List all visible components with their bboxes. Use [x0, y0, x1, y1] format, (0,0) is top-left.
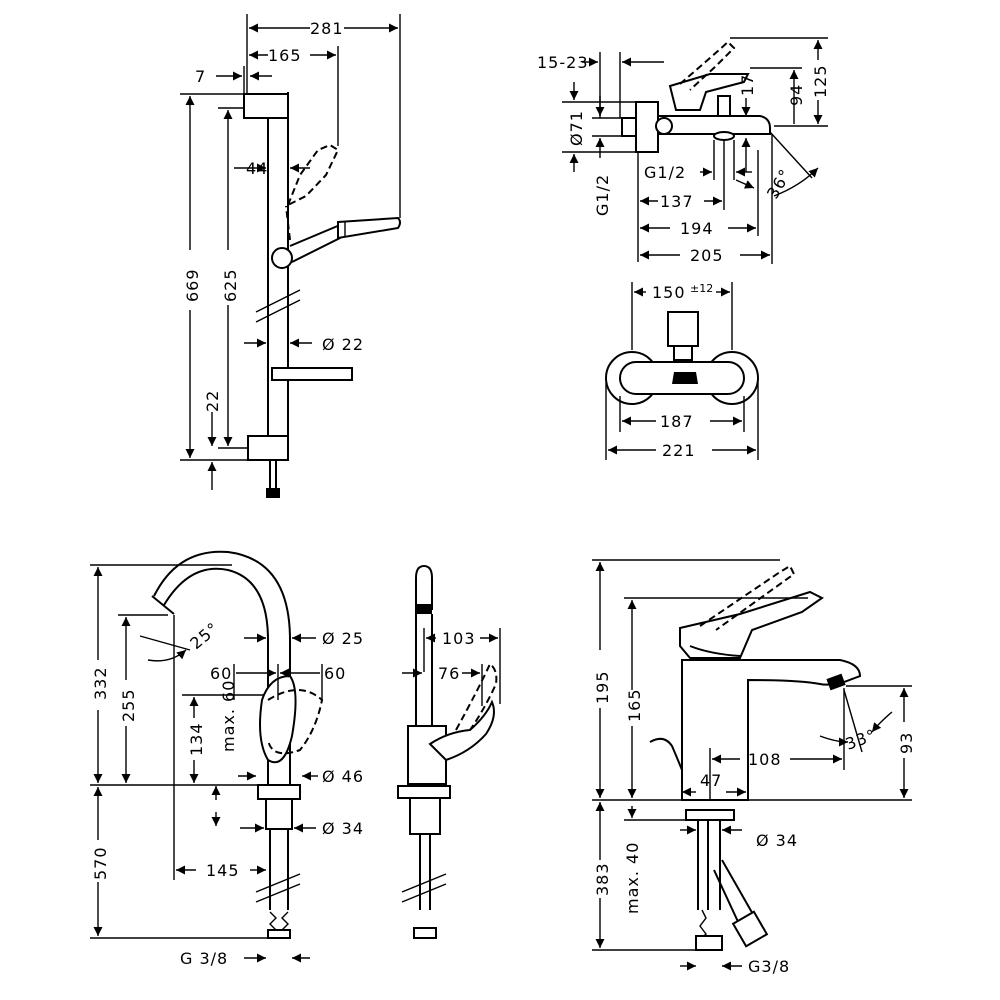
dim-bracket-spacing: 625	[221, 268, 240, 302]
dim-centres: 150	[652, 283, 686, 302]
bath-mixer-side-geometry	[621, 40, 771, 153]
dim-rail-to-head: 44	[246, 159, 268, 178]
dim-lever-left: 60	[210, 664, 232, 683]
dim-overall-width-221: 221	[662, 441, 696, 460]
dim-overall-height-332: 332	[91, 666, 110, 700]
dim-rail-diameter: Ø 22	[322, 335, 364, 354]
shower-set-drawing: 281 165 7 44 669 625 Ø 22 22	[180, 14, 401, 498]
dim-wall-offset: 7	[195, 67, 206, 86]
dim-deck-thickness: max. 40	[623, 842, 642, 914]
dim-hose-length-383: 383	[593, 862, 612, 896]
basin-mixer-high-side-geometry	[397, 564, 498, 939]
dim-depth-194: 194	[680, 219, 714, 238]
basin-mixer-high-side-drawing: 103 76	[397, 564, 501, 939]
dim-connection-thread: G 3/8	[180, 949, 228, 968]
basin-mixer-high-drawing: 332 255 25° Ø 25 60 60 max. 60 134 Ø 46	[90, 550, 364, 968]
dim-body-height-165: 165	[625, 688, 644, 722]
dim-shank-diameter-34: Ø 34	[756, 831, 798, 850]
bath-mixer-side-drawing: 15-23 125 94 17 Ø71 G1/2 G1/2	[537, 37, 830, 265]
dim-centres-tolerance: ±12	[690, 282, 713, 295]
dim-rosette-diameter: Ø71	[567, 110, 586, 146]
dim-lever-right: 60	[324, 664, 346, 683]
dim-shank-diameter: Ø 34	[322, 819, 364, 838]
dim-spout-angle-33: 33°	[843, 725, 879, 754]
shower-set-geometry	[243, 92, 401, 498]
dim-base-width-47: 47	[700, 771, 722, 790]
basin-mixer-low-drawing: 195 165 93 33° 108 47 max. 40 Ø 34	[592, 559, 916, 976]
dim-spout-angle: 36°	[763, 165, 795, 202]
dim-head-reach: 165	[268, 46, 302, 65]
dim-bottom-offset: 22	[203, 390, 222, 412]
dim-lever-max: max. 60	[219, 680, 238, 752]
dim-spout-height-93: 93	[897, 732, 916, 754]
dim-inlet-range: 15-23	[537, 53, 589, 72]
dim-overall-height: 669	[183, 268, 202, 302]
dim-body-height-134: 134	[187, 722, 206, 756]
dim-spout-height-255: 255	[119, 688, 138, 722]
dim-spout-thread: G1/2	[644, 163, 686, 182]
basin-mixer-high-geometry	[151, 550, 324, 939]
dim-spout-diameter: Ø 25	[322, 629, 364, 648]
bath-mixer-front-geometry	[605, 311, 759, 405]
dim-lever-height: 125	[811, 64, 830, 98]
dim-inlet-thread: G1/2	[593, 174, 612, 216]
dim-projection-108: 108	[748, 750, 782, 769]
dim-connection-thread-low: G3/8	[748, 957, 790, 976]
bath-mixer-front-drawing: 150 ±12 187 221	[605, 282, 759, 460]
dim-lever-reach-103: 103	[442, 629, 476, 648]
dim-overall-width: 281	[310, 19, 344, 38]
dim-body-width: 187	[660, 412, 694, 431]
dim-base-diameter: Ø 46	[322, 767, 364, 786]
dim-body-height: 94	[787, 84, 806, 106]
dim-depth-137: 137	[660, 192, 694, 211]
dim-projection-145: 145	[206, 861, 240, 880]
dim-spout-gap: 17	[738, 74, 757, 96]
dim-spout-angle-25: 25°	[186, 618, 222, 653]
dim-spout-reach-76: 76	[438, 664, 460, 683]
dim-lever-height-195: 195	[593, 670, 612, 704]
dim-hose-length-570: 570	[91, 846, 110, 880]
basin-mixer-low-geometry	[649, 564, 862, 951]
dim-depth-205: 205	[690, 246, 724, 265]
